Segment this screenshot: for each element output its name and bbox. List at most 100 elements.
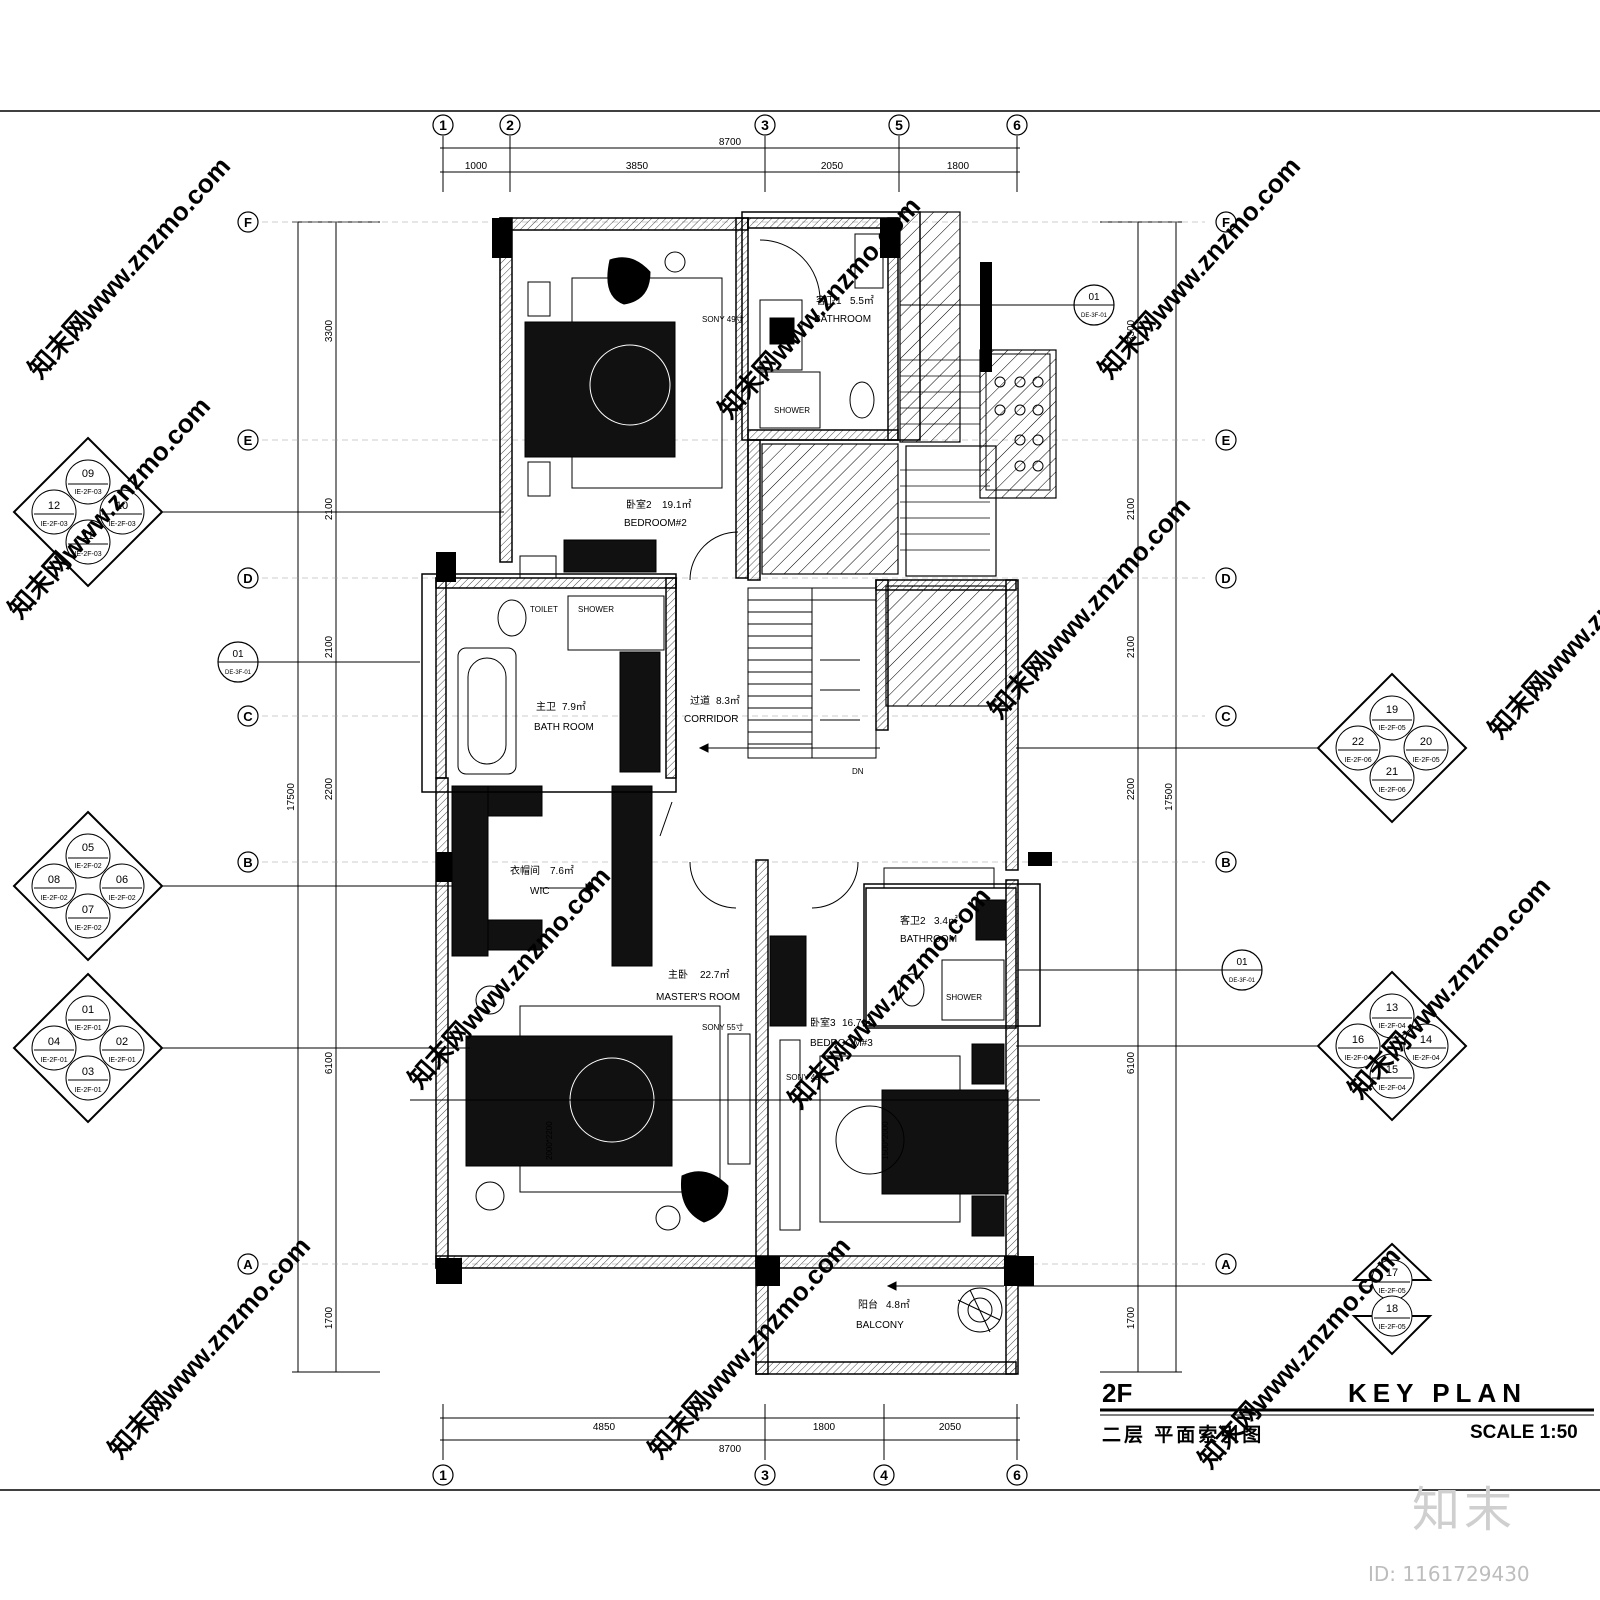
room-bedroom2-area: 19.1㎡ [662,499,691,511]
dim-bottom-2: 1800 [813,1422,836,1433]
marker-num: 13 [1386,1002,1398,1014]
grid-label-right-B: B [1221,855,1230,870]
marker-num: 22 [1352,736,1364,748]
grid-label-left-D: D [243,571,252,586]
marker-ref: IE-2F-04 [1412,1055,1439,1062]
room-wic-en: WIC [530,886,549,897]
grid-label-top-2: 2 [506,117,514,133]
dim-right-2: 2100 [1126,497,1137,520]
room-masterbath-cn: 主卫 [536,701,556,713]
grid-label-bottom-3: 3 [761,1467,769,1483]
stair [747,587,877,759]
marker-ref: IE-2F-01 [108,1057,135,1064]
elevation-marker-19-22[interactable]: 19 IE-2F-05 20 IE-2F-05 21 IE-2F-06 22 I… [1316,672,1468,824]
direction-arrows [540,743,1004,1291]
top-dimension-text: 8700 1000 3850 2050 1800 [465,137,970,172]
utility-box [985,353,1051,491]
dim-right-3: 2100 [1126,635,1137,658]
marker-ref: IE-2F-01 [40,1057,67,1064]
elevation-marker-17-18[interactable]: 17 IE-2F-05 18 IE-2F-05 [1351,1242,1433,1356]
marker-ref: IE-2F-02 [108,895,135,902]
grid-bubble-top-1 [432,114,454,136]
dim-left-1: 3300 [324,319,335,342]
grid-label-left-E: E [244,433,253,448]
marker-num: 03 [82,1066,94,1078]
dim-top-total: 8700 [719,137,742,148]
grid-label-top-6: 6 [1013,117,1021,133]
dim-bottom-total: 8700 [719,1444,742,1455]
label-tv-master: SONY 55寸 [702,1022,744,1032]
callout-frames [421,211,1041,1027]
room-bedroom3-cn: 卧室3 [810,1016,836,1029]
callout-ref: DE-3F-01 [1081,313,1108,319]
image-id-label: ID: 1161729430 [1368,1562,1530,1586]
dim-left-total: 17500 [286,783,297,811]
room-bathroom2-cn: 客卫2 [900,914,926,927]
marker-num: 01 [82,1004,94,1016]
label-tv-bedroom3: SONY 49寸 [786,1072,828,1082]
key-plan-title: KEY PLAN [1348,1378,1527,1408]
marker-ref: IE-2F-03 [40,521,67,528]
elevation-marker-05-08[interactable]: 05 IE-2F-02 06 IE-2F-02 07 IE-2F-02 08 I… [12,810,164,962]
service-zones [761,211,1057,707]
door-swings [659,531,859,909]
fixture-labels: SHOWER TOILET SHOWER SHOWER DN SONY 49寸 … [530,314,982,1082]
marker-num: 05 [82,842,94,854]
marker-ref: IE-2F-03 [74,551,101,558]
marker-ref: IE-2F-04 [1344,1055,1371,1062]
room-masterbath-en: BATH ROOM [534,722,594,733]
marker-num: 17 [1386,1267,1398,1279]
elevation-marker-01-04[interactable]: 01 IE-2F-01 02 IE-2F-01 03 IE-2F-01 04 I… [12,972,164,1124]
dim-left-6: 1700 [324,1306,335,1329]
bedroom2-furniture [519,251,723,579]
side-dimension-text: 3300 2100 2100 2200 6100 1700 17500 3300… [286,319,1175,1329]
elevation-marker-13-16[interactable]: 13 IE-2F-04 14 IE-2F-04 15 IE-2F-04 16 I… [1316,970,1468,1122]
marker-num: 10 [116,500,128,512]
room-corridor-cn: 过道 [690,694,710,707]
grid-label-top-1: 1 [439,117,447,133]
detail-callout-3[interactable]: 01 DE-3F-01 [1221,949,1263,991]
watermark-text: 知末网www.znzmo.com [1482,511,1600,744]
grid-label-right-E: E [1222,433,1231,448]
svg-text:1500*2000: 1500*2000 [881,1121,890,1160]
marker-num: 16 [1352,1034,1364,1046]
exterior-stair [900,359,990,551]
grid-label-top-3: 3 [761,117,769,133]
dim-top-4: 1800 [947,161,970,172]
room-masterbath-area: 7.9㎡ [562,701,586,713]
grid-bubble-top-5 [888,114,910,136]
columns [436,218,1052,1286]
marker-ref: IE-2F-01 [74,1087,101,1094]
marker-num: 20 [1420,736,1432,748]
grid-label-right-A: A [1221,1257,1231,1272]
marker-ref: IE-2F-05 [1412,757,1439,764]
grid-label-left-C: C [243,709,253,724]
watermark-text: 知末网www.znzmo.com [102,1231,316,1464]
title-rules [1100,1408,1594,1416]
dim-top-3: 2050 [821,161,844,172]
room-corridor-en: CORRIDOR [684,714,738,725]
callout-ref: DE-3F-01 [1229,978,1256,984]
brand-logo: 知末 [1412,1482,1517,1538]
room-bedroom2-cn: 卧室2 [626,498,652,511]
grid-label-bottom-4: 4 [880,1467,888,1483]
scale-label: SCALE 1:50 [1470,1422,1578,1443]
grid-lines [262,221,1205,1265]
room-bedroom2-en: BEDROOM#2 [624,518,687,529]
watermark-text: 知末网www.znzmo.com [22,151,236,384]
row-grid-bubbles: F E D C B A F E D C B A [237,211,1237,1275]
marker-num: 18 [1386,1303,1398,1315]
dim-right-6: 1700 [1126,1306,1137,1329]
bottom-dimension-lines [440,1404,1020,1460]
elevation-marker-09-12[interactable]: 09 IE-2F-03 10 IE-2F-03 11 IE-2F-03 12 I… [12,436,164,588]
marker-ref: IE-2F-05 [1378,1324,1405,1331]
label-shower-master: SHOWER [578,605,614,614]
grid-label-bottom-6: 6 [1013,1467,1021,1483]
marker-ref: IE-2F-01 [74,1025,101,1032]
bottom-dimension-text: 4850 1800 2050 8700 [593,1422,962,1455]
detail-callout-1[interactable]: 01 DE-3F-01 [1073,284,1115,326]
room-master-area: 22.7㎡ [700,969,729,981]
label-toilet: TOILET [530,605,558,614]
marker-ref: IE-2F-02 [40,895,67,902]
detail-callout-2[interactable]: 01 DE-3F-01 [217,641,259,683]
